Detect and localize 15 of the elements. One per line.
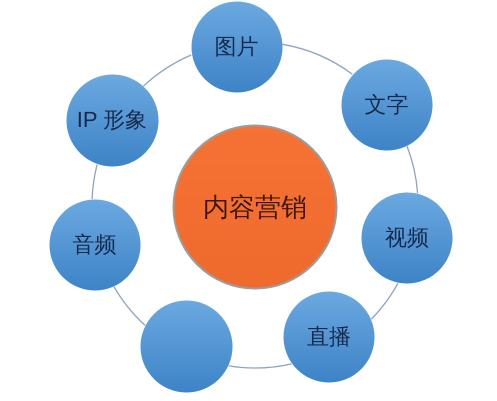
ring-arc [91, 164, 98, 200]
topic-circle: 音频 [48, 199, 140, 291]
empty-circle [140, 300, 233, 393]
ring-arc [370, 282, 399, 320]
ring-arc [228, 363, 292, 369]
topic-circle: 图片 [190, 1, 282, 93]
topic-circle: 直播 [283, 291, 375, 383]
ring-arc [142, 54, 192, 87]
topic-circle: IP 形象 [66, 74, 158, 167]
ring-arc [282, 44, 353, 75]
topic-circle: 文字 [340, 59, 432, 151]
ring-arc [406, 146, 418, 194]
ring-arc [113, 286, 146, 326]
center-circle: 内容营销 [172, 124, 338, 290]
topic-circle: 视频 [361, 192, 453, 284]
